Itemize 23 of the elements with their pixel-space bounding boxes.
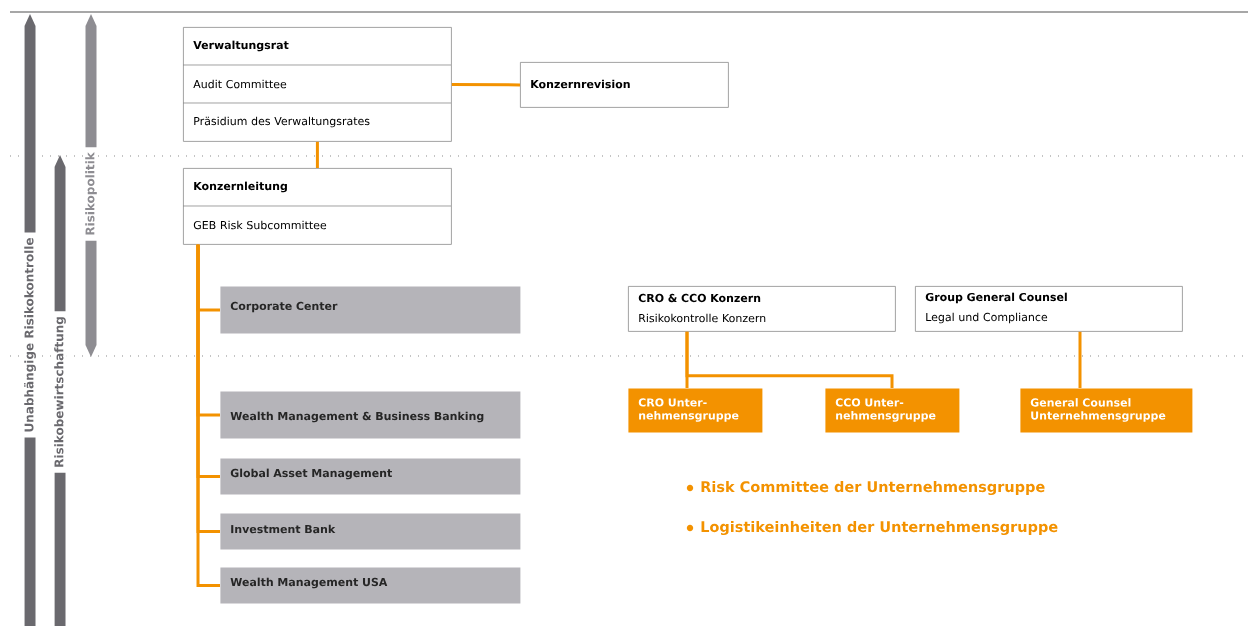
unit-box: Global Asset Management [220, 458, 521, 495]
range-label: Unabhängige Risikokontrolle [23, 232, 37, 438]
org-chart-box: Konzernrevision [520, 62, 729, 108]
connector-line [1078, 331, 1082, 388]
connector-line [685, 331, 894, 388]
org-chart-box: CRO & CCO Konzern Risikokontrolle Konzern [628, 286, 896, 332]
connector-line [451, 82, 521, 87]
range-label: Risikobewirtschaftung [53, 311, 67, 473]
bullet-note: Risk Committee der Unternehmensgruppe [686, 480, 1045, 496]
group-function-box: CRO Unter- nehmensgruppe [628, 388, 763, 433]
org-chart-box: Verwaltungsrat Audit Committee Präsidium des Verwaltungsrates [182, 27, 452, 142]
org-chart-box: Konzernleitung GEB Risk Subcommittee [182, 168, 452, 245]
range-label: Risikopolitik [84, 147, 98, 241]
connector-line [196, 244, 220, 587]
unit-box: Investment Bank [220, 513, 521, 550]
unit-box: Wealth Management & Business Banking [220, 391, 521, 439]
connector-line [315, 141, 319, 168]
group-function-box: CCO Unter- nehmensgruppe [825, 388, 960, 433]
unit-box: Corporate Center [220, 286, 521, 334]
org-chart-box: Group General Counsel Legal und Compliance [915, 286, 1183, 332]
unit-box: Wealth Management USA [220, 567, 521, 604]
bullet-note: Logistikeinheiten der Unternehmensgruppe [686, 520, 1058, 536]
group-function-box: General Counsel Unternehmensgruppe [1020, 388, 1193, 433]
